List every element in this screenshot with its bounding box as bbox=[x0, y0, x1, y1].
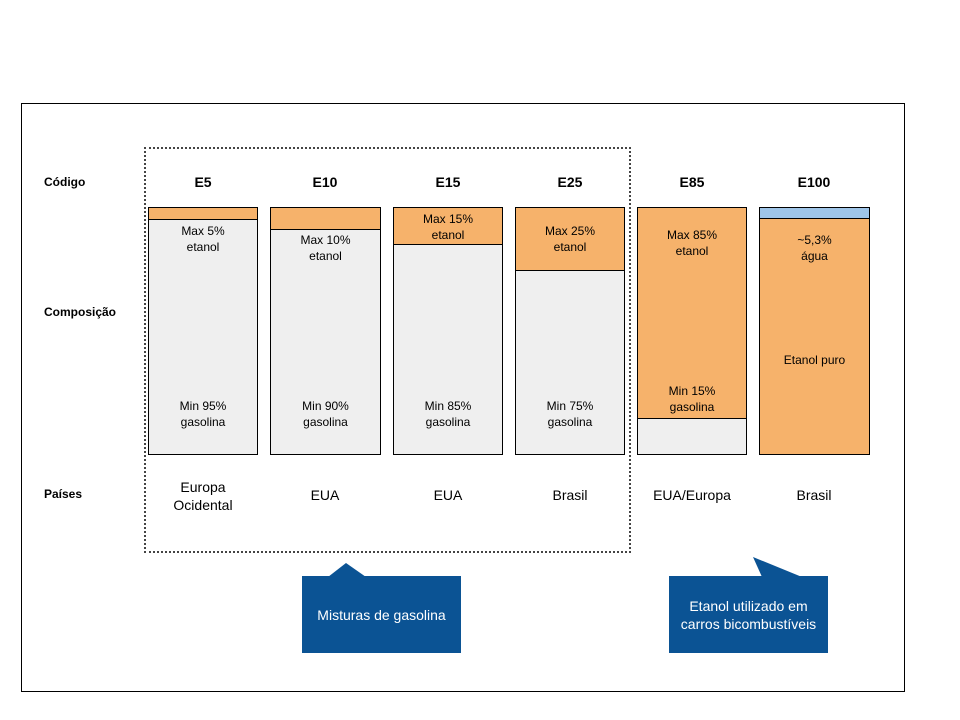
ethanol-segment bbox=[638, 208, 746, 419]
callout-gasoline-blends: Misturas de gasolina bbox=[302, 576, 461, 653]
gasoline-label: Min 95% gasolina bbox=[179, 399, 227, 429]
code-e85: E85 bbox=[679, 174, 705, 190]
ethanol-segment bbox=[394, 208, 502, 245]
water-label: ~5,3% água bbox=[797, 233, 832, 263]
ethanol-label: Max 85% etanol bbox=[666, 228, 718, 258]
diagram-frame bbox=[21, 103, 905, 692]
ethanol-label: Max 5% etanol bbox=[181, 224, 225, 254]
code-e5: E5 bbox=[194, 174, 212, 190]
bar-e10: Max 10% etanol Min 90% gasolina bbox=[270, 207, 381, 455]
bar-e100: ~5,3% água Etanol puro bbox=[759, 207, 870, 455]
code-e10: E10 bbox=[312, 174, 338, 190]
row-label-countries: Países bbox=[44, 487, 83, 501]
callout-pointer-flex bbox=[753, 557, 802, 577]
gasoline-label: Min 85% gasolina bbox=[424, 399, 472, 429]
ethanol-segment bbox=[271, 208, 380, 230]
row-label-code: Código bbox=[44, 175, 86, 189]
country-e100: Brasil bbox=[796, 487, 832, 503]
callout-pointer-blends bbox=[328, 563, 366, 577]
bar-e15: Max 15% etanol Min 85% gasolina bbox=[393, 207, 503, 455]
code-e100: E100 bbox=[797, 174, 831, 190]
ethanol-label: Max 10% etanol bbox=[300, 233, 351, 263]
bar-e85: Max 85% etanol Min 15% gasolina bbox=[637, 207, 747, 455]
country-e15: EUA bbox=[433, 487, 463, 503]
ethanol-segment bbox=[149, 208, 257, 220]
code-e15: E15 bbox=[435, 174, 461, 190]
ethanol-segment bbox=[516, 208, 624, 271]
gasoline-label: Min 90% gasolina bbox=[302, 399, 349, 429]
bar-e5: Max 5% etanol Min 95% gasolina bbox=[148, 207, 258, 455]
callout-flex-fuel: Etanol utilizado em carros bicombustívei… bbox=[669, 576, 828, 653]
ethanol-label: Max 25% etanol bbox=[544, 224, 596, 254]
water-segment bbox=[760, 208, 869, 219]
country-e25: Brasil bbox=[552, 487, 588, 503]
country-e85: EUA/Europa bbox=[653, 487, 731, 503]
pure-ethanol-label: Etanol puro bbox=[783, 353, 846, 367]
gasoline-blends-group bbox=[144, 147, 631, 553]
code-e25: E25 bbox=[557, 174, 583, 190]
ethanol-label: Max 15% etanol bbox=[422, 212, 474, 242]
gasoline-label: Min 15% gasolina bbox=[668, 384, 716, 414]
country-e5: Europa Ocidental bbox=[173, 479, 233, 513]
gasoline-label: Min 75% gasolina bbox=[546, 399, 594, 429]
row-label-composition: Composição bbox=[44, 305, 117, 319]
country-e10: EUA bbox=[310, 487, 340, 503]
bar-e25: Max 25% etanol Min 75% gasolina bbox=[515, 207, 625, 455]
